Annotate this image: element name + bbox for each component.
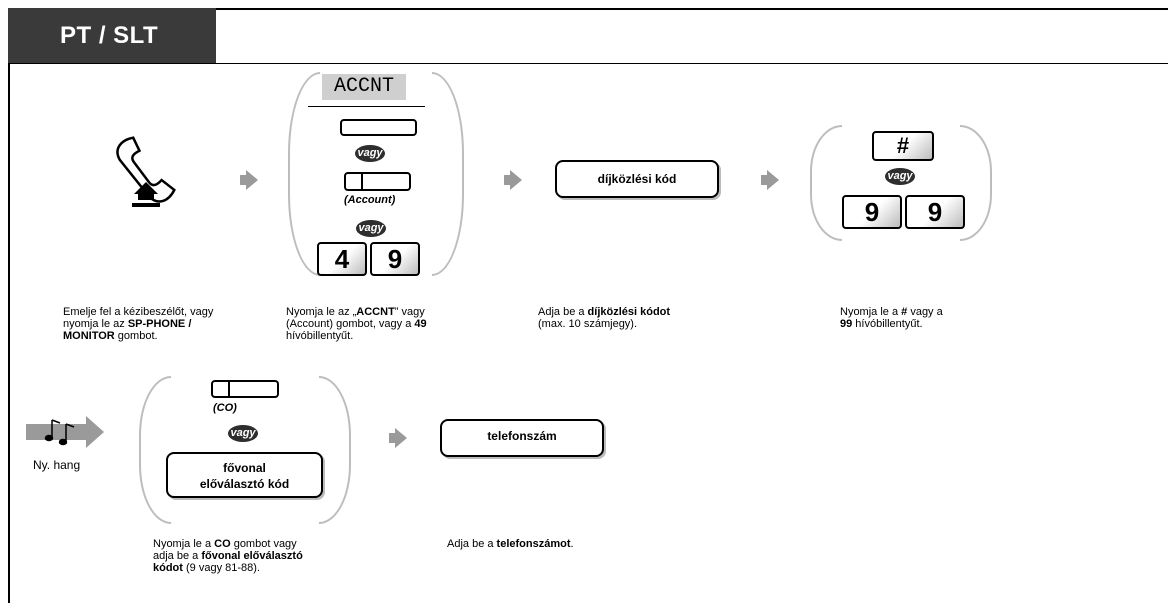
dial-key-hash[interactable]: #	[872, 131, 934, 161]
dial-key-4[interactable]: 4	[317, 242, 367, 276]
fee-code-box: díjközlési kód	[555, 160, 719, 198]
frame-top-border	[8, 8, 1168, 10]
step-3-description: Adja be a díjközlési kódot (max. 10 szám…	[538, 306, 671, 330]
or-badge: vagy	[885, 168, 915, 185]
step-4-description: Nyomja le a # vagy a 99 hívóbillentyűt.	[840, 306, 943, 330]
or-badge: vagy	[356, 220, 386, 237]
handset-off-hook-icon	[116, 136, 176, 207]
flow-arrow-icon	[761, 170, 779, 190]
dial-tone-label: Ny. hang	[33, 458, 81, 472]
or-badge: vagy	[355, 145, 385, 162]
display-underline	[308, 106, 425, 107]
step-5-description: Nyomja le a CO gombot vagy adja be a főv…	[153, 538, 303, 574]
header-divider	[8, 63, 1168, 64]
co-button[interactable]	[211, 380, 279, 398]
step-1-description: Emelje fel a kézibeszélőt, vagy nyomja l…	[63, 306, 214, 342]
flow-arrow-icon	[240, 170, 258, 190]
accnt-button[interactable]	[340, 119, 417, 136]
header-tab	[8, 8, 216, 63]
dial-tone-icon	[26, 416, 104, 448]
step-2-description: Nyomja le az „ACCNT” vagy (Account) gomb…	[286, 306, 427, 342]
accnt-display: ACCNT	[322, 74, 406, 100]
phone-number-box: telefonszám	[440, 419, 604, 457]
frame-left-border	[8, 8, 10, 603]
or-badge: vagy	[228, 425, 258, 442]
flow-arrow-icon	[504, 170, 522, 190]
group-bracket-left	[810, 125, 842, 241]
group-bracket-left	[139, 376, 171, 524]
dial-key-9[interactable]: 9	[842, 195, 902, 229]
dial-key-9[interactable]: 9	[370, 242, 420, 276]
account-flexible-button[interactable]	[344, 172, 411, 191]
group-bracket-right	[432, 72, 464, 276]
flow-arrow-icon	[389, 428, 407, 448]
step-6-description: Adja be a telefonszámot.	[447, 538, 574, 550]
page-title: PT / SLT	[60, 22, 159, 49]
dial-key-9[interactable]: 9	[905, 195, 965, 229]
account-label: (Account)	[344, 194, 396, 206]
group-bracket-right	[319, 376, 351, 524]
group-bracket-left	[288, 72, 320, 276]
co-label: (CO)	[213, 402, 237, 414]
